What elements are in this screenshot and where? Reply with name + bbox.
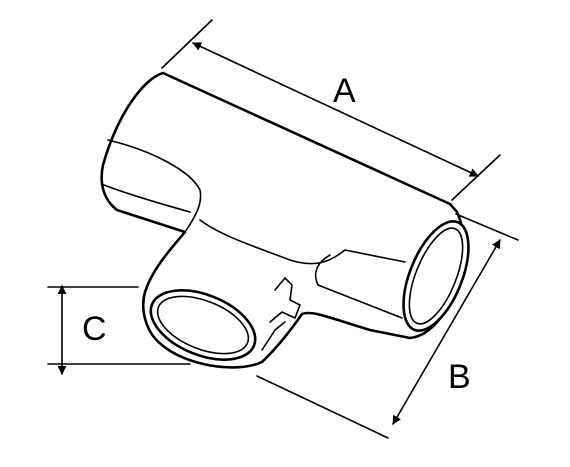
dimension-b-label: B	[448, 358, 471, 396]
tee-branch-seam	[314, 254, 403, 319]
tee-crotch-curve	[199, 219, 406, 265]
bottom-opening-rim	[149, 289, 257, 361]
dimension-a-extension-right	[451, 154, 501, 201]
locking-tab	[269, 277, 301, 323]
bottom-opening-inner	[156, 295, 250, 355]
dimension-c: C	[47, 285, 191, 375]
tee-left-underside	[103, 184, 191, 213]
dimension-b-extension-top	[455, 213, 519, 241]
dimension-a: A	[161, 19, 501, 201]
dimension-c-label: C	[82, 310, 107, 348]
dimension-a-extension-left	[161, 19, 213, 69]
tee-fitting	[100, 71, 470, 369]
locking-tab-edge	[261, 321, 286, 351]
dimension-b: B	[256, 213, 519, 439]
tee-left-seam	[107, 139, 202, 233]
dimension-b-extension-bottom	[256, 375, 389, 439]
dimension-a-line	[192, 42, 479, 177]
dimension-a-label: A	[333, 72, 356, 110]
dimension-b-line	[392, 239, 501, 425]
